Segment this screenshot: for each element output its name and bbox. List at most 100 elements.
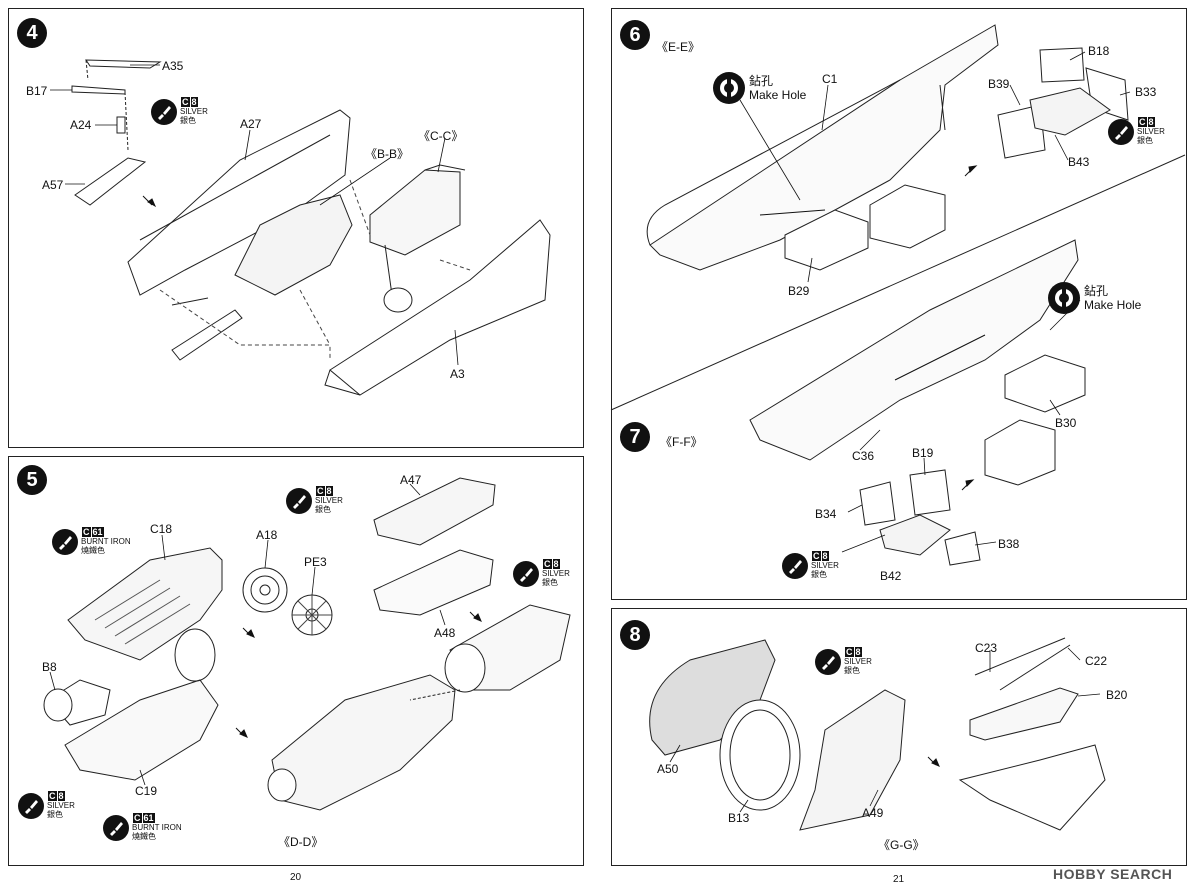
- label-b33: B33: [1135, 85, 1157, 99]
- paint-number: 8: [190, 97, 198, 107]
- step7-number: 7: [620, 422, 650, 452]
- label-pe3: PE3: [304, 555, 327, 569]
- paint-name-cn: 燒鐵色: [132, 832, 156, 841]
- paint-code: C: [845, 647, 854, 657]
- paint-name-cn: 銀色: [811, 570, 827, 579]
- label-b34: B34: [815, 507, 837, 521]
- label-b17: B17: [26, 84, 48, 98]
- label-b43: B43: [1068, 155, 1090, 169]
- watermark: HOBBY SEARCH: [1053, 866, 1173, 882]
- paint-name-cn: 銀色: [315, 505, 331, 514]
- label-c36: C36: [852, 449, 875, 463]
- paint-number: 61: [91, 527, 104, 537]
- section-dd: 《D-D》: [278, 835, 324, 849]
- drill-label-cn: 鉆孔: [1084, 284, 1109, 298]
- paintbrush-icon: [782, 552, 808, 579]
- paint-code: C: [181, 97, 190, 107]
- label-a18: A18: [256, 528, 278, 542]
- paint-name-cn: 銀色: [47, 810, 63, 819]
- step8-number: 8: [620, 620, 650, 650]
- paint-name-en: BURNT IRON: [132, 823, 182, 832]
- paint-number: 8: [821, 551, 829, 561]
- paint-name-en: BURNT IRON: [81, 537, 131, 546]
- paint-name-en: SILVER: [1137, 127, 1165, 136]
- page-number-right: 21: [893, 874, 905, 885]
- paint-code: C: [1138, 117, 1147, 127]
- paint-name-en: SILVER: [315, 496, 343, 505]
- paint-name-cn: 銀色: [542, 578, 558, 587]
- paint-code: C: [543, 559, 552, 569]
- label-c18: C18: [150, 522, 173, 536]
- paint-name-cn: 銀色: [180, 116, 196, 125]
- paint-name-cn: 燒鐵色: [81, 546, 105, 555]
- label-a3: A3: [450, 367, 465, 381]
- drill-icon: [713, 72, 745, 104]
- label-b39: B39: [988, 77, 1010, 91]
- step6-number: 6: [620, 20, 650, 50]
- section-cc: 《C-C》: [418, 129, 464, 143]
- paint-code: C: [133, 813, 142, 823]
- paint-name-cn: 銀色: [1137, 136, 1153, 145]
- paintbrush-icon: [1108, 118, 1134, 145]
- label-b20: B20: [1106, 688, 1128, 702]
- label-a48: A48: [434, 626, 456, 640]
- label-c23: C23: [975, 641, 998, 655]
- label-b38: B38: [998, 537, 1020, 551]
- label-a24: A24: [70, 118, 92, 132]
- paint-name-en: SILVER: [811, 561, 839, 570]
- label-a57: A57: [42, 178, 64, 192]
- label-a49: A49: [862, 806, 884, 820]
- step5-number: 5: [17, 465, 47, 495]
- drill-label-en: Make Hole: [1084, 298, 1142, 312]
- section-ff: 《F-F》: [660, 435, 703, 449]
- paintbrush-icon: [513, 560, 539, 587]
- paintbrush-icon: [286, 487, 312, 514]
- paint-name-en: SILVER: [844, 657, 872, 666]
- label-b18: B18: [1088, 44, 1110, 58]
- paint-name-en: SILVER: [180, 107, 208, 116]
- section-gg: 《G-G》: [878, 838, 925, 852]
- paint-code: C: [82, 527, 91, 537]
- paint-number: 8: [1147, 117, 1155, 127]
- label-b13: B13: [728, 811, 750, 825]
- paintbrush-icon: [18, 792, 44, 819]
- label-a50: A50: [657, 762, 679, 776]
- paint-code: C: [48, 791, 57, 801]
- paint-name-en: SILVER: [542, 569, 570, 578]
- page-number-left: 20: [290, 872, 302, 883]
- paintbrush-icon: [103, 814, 129, 841]
- label-b30: B30: [1055, 416, 1077, 430]
- paintbrush-icon: [151, 98, 177, 125]
- paint-code: C: [812, 551, 821, 561]
- drill-label-cn: 鉆孔: [749, 74, 774, 88]
- paint-number: 8: [325, 486, 333, 496]
- label-a27: A27: [240, 117, 262, 131]
- label-b29: B29: [788, 284, 810, 298]
- paint-number: 8: [57, 791, 65, 801]
- drill-icon: [1048, 282, 1080, 314]
- label-b8: B8: [42, 660, 57, 674]
- paintbrush-icon: [815, 648, 841, 675]
- label-c22: C22: [1085, 654, 1108, 668]
- step4-number: 4: [17, 18, 47, 48]
- paint-code: C: [316, 486, 325, 496]
- label-b42: B42: [880, 569, 902, 583]
- drill-label-en: Make Hole: [749, 88, 807, 102]
- paint-number: 8: [854, 647, 862, 657]
- paint-name-cn: 銀色: [844, 666, 860, 675]
- label-c19: C19: [135, 784, 158, 798]
- paint-name-en: SILVER: [47, 801, 75, 810]
